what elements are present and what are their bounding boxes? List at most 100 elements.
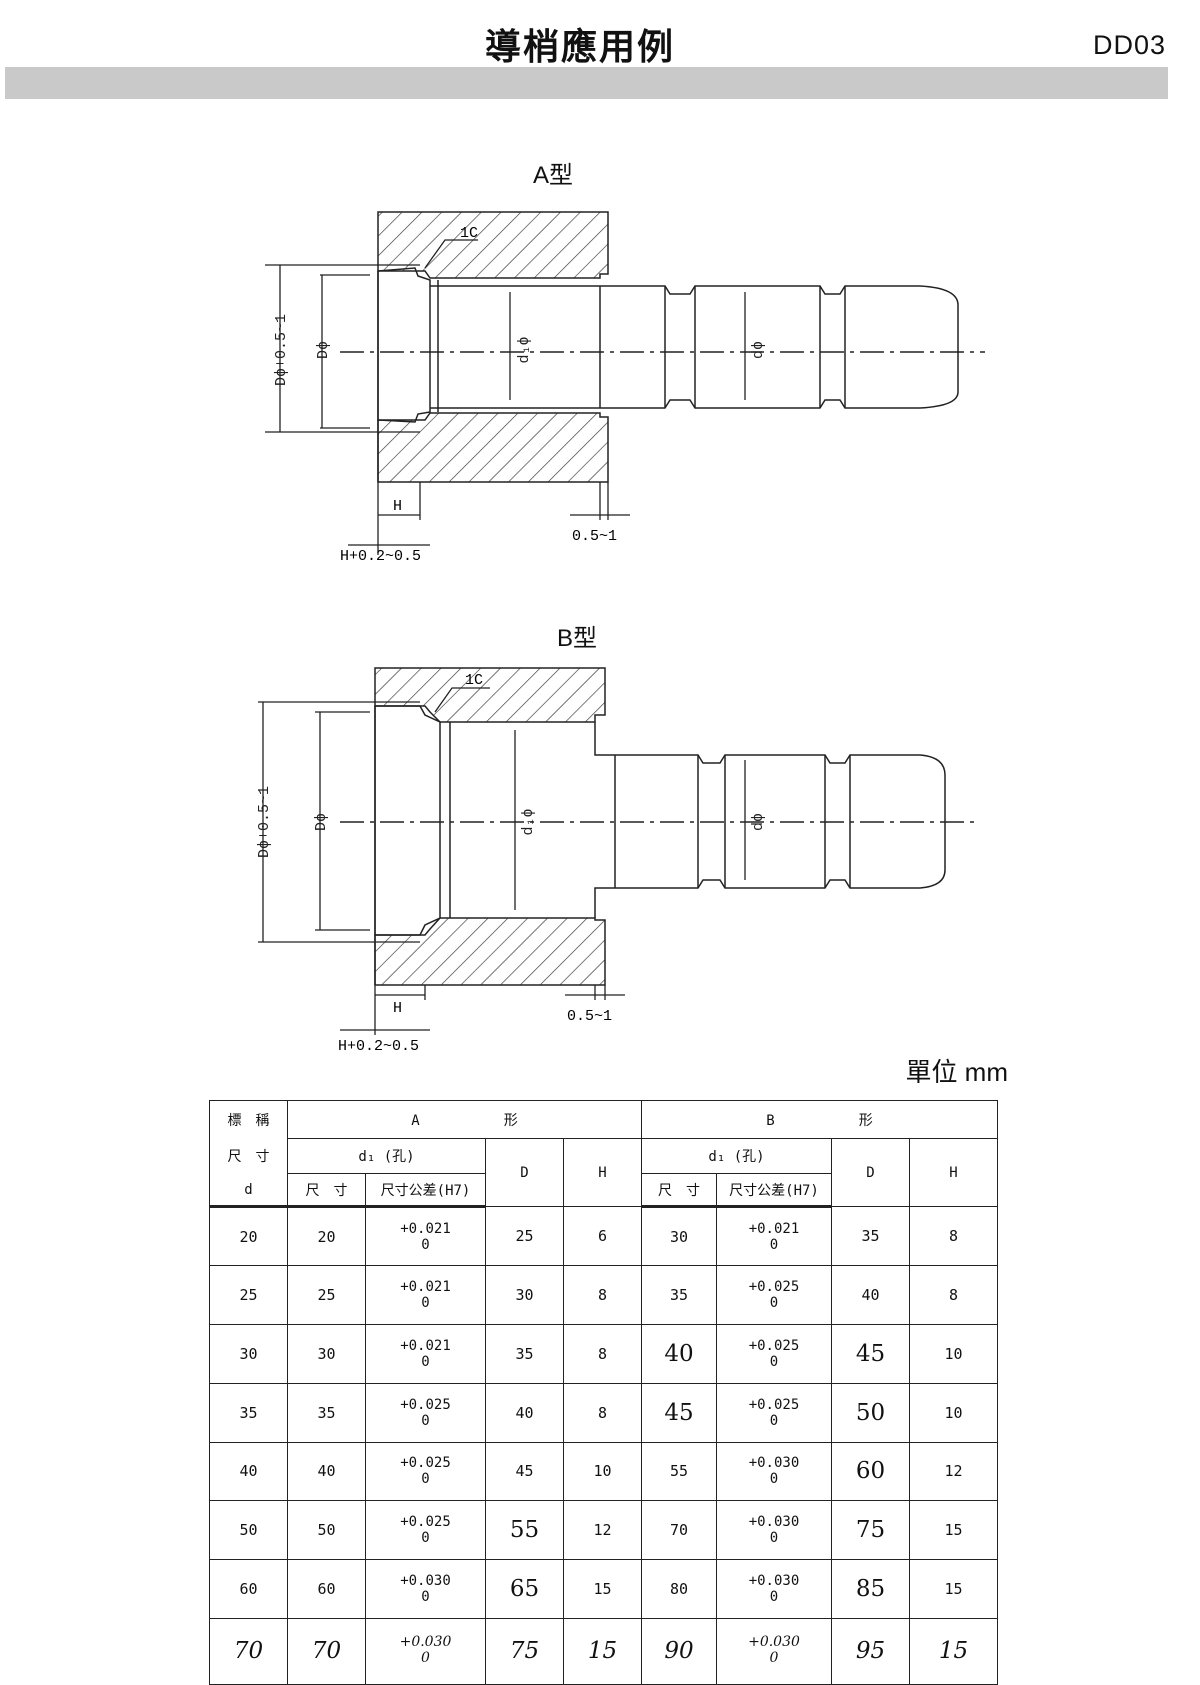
tolerance-lower: 0 — [421, 1471, 430, 1488]
chamfer-label-b: 1C — [465, 672, 483, 689]
header-a-d1: d₁ (孔) — [287, 1138, 486, 1175]
tolerance-lower: 0 — [769, 1650, 779, 1667]
header-a-D: D — [485, 1138, 564, 1208]
bore-total-label-b: Dϕ+0.5~1 — [256, 786, 273, 858]
tolerance-lower: 0 — [421, 1353, 430, 1370]
cell-nominal-d: 35 — [209, 1382, 288, 1443]
cell-b-H: 15 — [909, 1500, 998, 1561]
cell-nominal-d: 30 — [209, 1323, 288, 1384]
pin-dia-label-b: dϕ — [750, 813, 767, 831]
cell-b-d1: 70 — [641, 1500, 717, 1561]
cell-a-D: 55 — [485, 1500, 564, 1561]
tolerance-lower: 0 — [769, 1412, 779, 1429]
bore-dia-label-a: Dϕ — [315, 341, 332, 359]
tolerance-upper: +0.030 — [400, 1573, 451, 1590]
tolerance-upper: +0.030 — [748, 1455, 800, 1472]
figure-b-label: B型 — [557, 625, 598, 652]
cell-b-H: 15 — [909, 1617, 998, 1685]
tolerance-upper: +0.025 — [748, 1396, 800, 1413]
tolerance-lower: 0 — [421, 1530, 430, 1547]
cell-a-H: 15 — [563, 1617, 642, 1685]
cell-b-H: 12 — [909, 1441, 998, 1502]
depth-label-a: H+0.2~0.5 — [340, 548, 421, 565]
cell-b-D: 50 — [831, 1382, 910, 1443]
cell-a-H: 6 — [563, 1206, 642, 1267]
pin-bore-label-b: d₁ϕ — [520, 808, 537, 835]
dimension-lines-a — [265, 239, 746, 555]
tolerance-upper: +0.025 — [748, 1337, 800, 1354]
cell-a-d1: 70 — [287, 1617, 366, 1685]
gap-label-a: 0.5~1 — [572, 528, 617, 545]
cell-a-H: 8 — [563, 1323, 642, 1384]
cell-a-D: 75 — [485, 1617, 564, 1685]
tolerance-upper: +0.021 — [400, 1220, 451, 1237]
tolerance-upper: +0.021 — [400, 1278, 451, 1295]
cell-a-d1: 40 — [287, 1441, 366, 1502]
header-b-H: H — [909, 1138, 998, 1208]
cell-a-D: 25 — [485, 1206, 564, 1267]
cell-nominal-d: 25 — [209, 1265, 288, 1325]
header-type-a: A 形 — [287, 1099, 642, 1140]
tolerance-upper: +0.025 — [400, 1514, 451, 1531]
cell-b-D: 95 — [831, 1617, 910, 1685]
depth-label-b: H+0.2~0.5 — [338, 1038, 419, 1055]
cell-b-d1: 55 — [641, 1441, 717, 1502]
cell-b-d1: 30 — [641, 1206, 717, 1267]
table-header-row-3: d 尺 寸 尺寸公差(H7) 尺 寸 尺寸公差(H7) — [209, 1173, 998, 1209]
page-title: 導梢應用例 — [484, 27, 675, 68]
cell-a-d1: 50 — [287, 1500, 366, 1561]
tolerance-upper: +0.025 — [748, 1278, 800, 1295]
table-header-row-2: 尺 寸 d₁ (孔) D H d₁ (孔) D H — [209, 1138, 998, 1208]
cell-nominal-d: 50 — [209, 1500, 288, 1561]
tolerance-lower: 0 — [769, 1471, 779, 1488]
cell-b-d1: 90 — [641, 1617, 717, 1685]
cell-b-H: 8 — [909, 1206, 998, 1267]
header-nominal-2: 尺 寸 — [209, 1138, 288, 1174]
unit-label: 單位 mm — [905, 1057, 1008, 1087]
pin-outline-a — [377, 267, 959, 482]
tolerance-upper: +0.030 — [748, 1573, 800, 1590]
cell-b-D: 35 — [831, 1206, 910, 1267]
tolerance-lower: 0 — [769, 1236, 779, 1253]
tolerance-lower: 0 — [421, 1412, 430, 1429]
cell-a-d1: 25 — [287, 1265, 366, 1325]
cell-a-d1: 35 — [287, 1382, 366, 1443]
pin-dia-label-a: dϕ — [750, 341, 767, 359]
cell-b-D: 60 — [831, 1441, 910, 1502]
cell-b-H: 10 — [909, 1382, 998, 1443]
cell-b-H: 15 — [909, 1559, 998, 1619]
tolerance-upper: +0.021 — [748, 1220, 800, 1237]
header-a-H: H — [563, 1138, 642, 1208]
tolerance-lower: 0 — [769, 1294, 779, 1311]
tolerance-lower: 0 — [769, 1589, 779, 1606]
chamfer-label-a: 1C — [460, 225, 478, 242]
cell-nominal-d: 60 — [209, 1559, 288, 1619]
cell-nominal-d: 40 — [209, 1441, 288, 1502]
header-a-size: 尺 寸 — [287, 1173, 366, 1209]
header-nominal-1: 標 稱 — [209, 1099, 288, 1139]
dimension-lines-b — [258, 687, 746, 1035]
document-code: DD03 — [1092, 30, 1166, 60]
cell-nominal-d: 70 — [209, 1617, 288, 1685]
cell-a-H: 12 — [563, 1500, 642, 1561]
cell-b-D: 45 — [831, 1323, 910, 1384]
header-band — [5, 67, 1168, 99]
cell-b-D: 85 — [831, 1559, 910, 1619]
header-type-b: B 形 — [641, 1099, 998, 1140]
tolerance-upper: +0.030 — [399, 1634, 452, 1651]
